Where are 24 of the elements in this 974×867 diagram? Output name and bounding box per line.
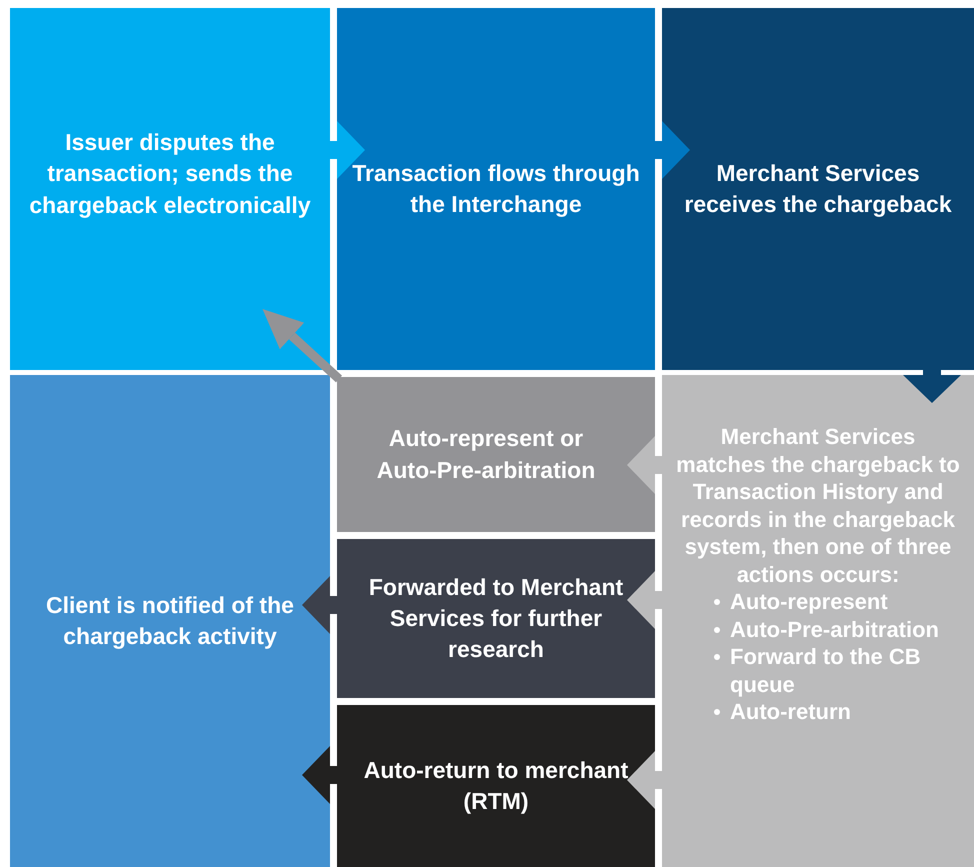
arrow: [302, 746, 337, 804]
arrow: [627, 571, 662, 629]
result-box: [10, 375, 330, 867]
arrow: [262, 309, 342, 382]
step-box: [10, 8, 330, 370]
step-box: [337, 8, 655, 370]
outcome-box: [337, 377, 655, 532]
step-text: Transaction flows through the Interchange: [351, 158, 641, 219]
step-text: Auto-represent or Auto-Pre-arbitration: [376, 424, 596, 484]
arrow: [627, 436, 662, 494]
arrow: [302, 576, 337, 634]
process-box: Merchant Services matches the chargeback to Transaction History and records in the chargeback system, then one of three actions occurs: Auto-represent Auto-Pre-arbitration Forward to the CB queue Auto-return: [662, 375, 974, 867]
outcome-box: [337, 705, 655, 867]
description-text: Merchant Services matches the chargeback to Transaction History and records in the chargeback system, then one of three actions occurs:: [675, 423, 961, 588]
step-text: Forwarded to Merchant Services for further research: [368, 572, 624, 664]
outcome-box: [337, 539, 655, 698]
step-text: Auto-return to merchant (RTM): [362, 756, 630, 816]
arrow: [330, 121, 365, 179]
step-text: Issuer disputes the transaction; sends the chargeback electronically: [28, 128, 312, 220]
arrow: [655, 121, 690, 179]
step-text: Client is notified of the chargeback activity: [45, 590, 295, 651]
arrow: [627, 751, 662, 809]
step-text: Merchant Services receives the chargeback: [683, 158, 953, 219]
step-box: [662, 8, 974, 370]
